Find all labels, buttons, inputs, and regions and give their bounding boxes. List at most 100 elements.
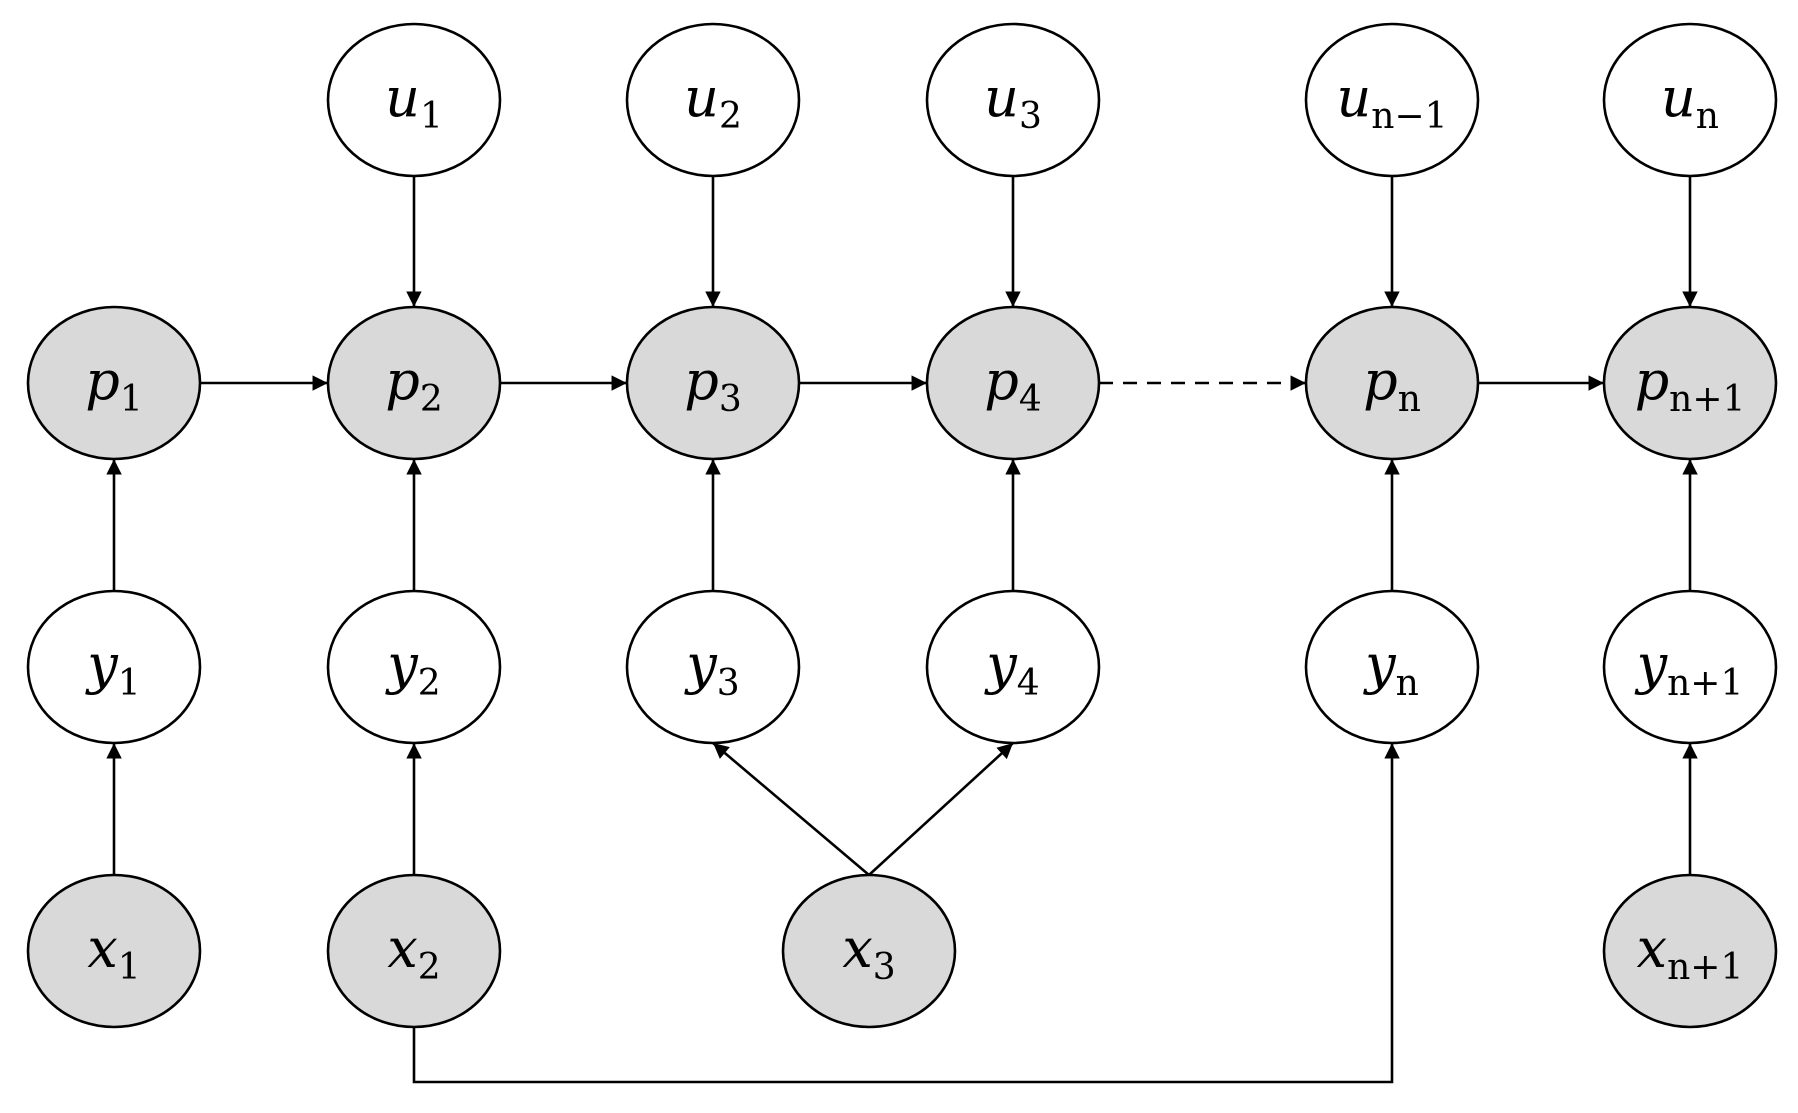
node-y2-label: y2 [385, 633, 440, 704]
node-pn-label: pn [1363, 349, 1421, 420]
node-p4: p4 [925, 305, 1101, 461]
node-p1-circle [26, 305, 202, 461]
node-label-base: y [385, 633, 419, 696]
node-x3-label: x3 [842, 917, 895, 988]
node-label-subscript: 4 [1017, 663, 1040, 704]
node-un1-circle [1304, 22, 1480, 178]
node-pn: pn [1304, 305, 1480, 461]
node-p2-circle [326, 305, 502, 461]
node-y3-label: y3 [684, 633, 739, 704]
node-pn-circle [1304, 305, 1480, 461]
node-label-subscript: 4 [1019, 379, 1042, 420]
node-x3: x3 [781, 873, 957, 1029]
node-u2-label: u2 [684, 66, 742, 137]
node-y3-circle [625, 589, 801, 745]
edge-x2-to-yn [412, 743, 1400, 1084]
node-label-base: u [984, 66, 1019, 129]
node-xn1-circle [1602, 873, 1778, 1029]
node-label-base: x [1637, 917, 1667, 980]
node-x1-label: x1 [87, 917, 140, 988]
node-p1-label: p1 [85, 349, 142, 420]
node-label-base: p [85, 349, 120, 412]
node-label-subscript: 3 [719, 379, 742, 420]
node-label-subscript: 1 [118, 663, 141, 704]
node-label-base: p [1363, 349, 1398, 412]
node-label-base: y [1363, 633, 1397, 696]
node-un: un [1602, 22, 1778, 178]
node-label-base: y [984, 633, 1018, 696]
node-label-subscript: n+1 [1667, 947, 1743, 988]
node-label-subscript: n−1 [1371, 96, 1447, 137]
node-label-base: x [387, 917, 417, 980]
node-x3-circle [781, 873, 957, 1029]
node-un-circle [1602, 22, 1778, 178]
node-un1-label: un−1 [1336, 66, 1447, 137]
edge-x3-to-y4 [868, 742, 1014, 876]
node-pn1-label: pn+1 [1635, 349, 1746, 420]
node-y4-circle [925, 589, 1101, 745]
node-y2-circle [326, 589, 502, 745]
node-label-base: x [842, 917, 872, 980]
node-label-subscript: n+1 [1669, 379, 1745, 420]
node-y1-label: y1 [85, 633, 140, 704]
node-yn1-label: yn+1 [1635, 633, 1744, 704]
node-u1-label: u1 [385, 66, 443, 137]
node-label-base: y [1635, 633, 1669, 696]
node-x1: x1 [26, 873, 202, 1029]
node-label-base: u [684, 66, 719, 129]
node-yn-label: yn [1363, 633, 1419, 704]
edge-x3-to-y3 [712, 742, 870, 876]
node-yn: yn [1304, 589, 1480, 745]
node-x2: x2 [326, 873, 502, 1029]
node-u2: u2 [625, 22, 801, 178]
node-p3: p3 [625, 305, 801, 461]
node-p3-label: p3 [684, 349, 741, 420]
node-p3-circle [625, 305, 801, 461]
node-label-subscript: 1 [420, 96, 443, 137]
node-u3-label: u3 [984, 66, 1042, 137]
node-label-base: u [385, 66, 420, 129]
node-label-subscript: 2 [420, 379, 443, 420]
node-label-base: p [1635, 349, 1670, 412]
node-label-subscript: 2 [418, 947, 441, 988]
node-p2-label: p2 [385, 349, 442, 420]
node-x1-circle [26, 873, 202, 1029]
node-label-subscript: n [1396, 663, 1419, 704]
edges-layer [106, 176, 1698, 1084]
node-label-base: y [85, 633, 119, 696]
node-label-subscript: 1 [120, 379, 143, 420]
node-y4: y4 [925, 589, 1101, 745]
node-label-subscript: 3 [873, 947, 896, 988]
node-label-base: u [1336, 66, 1371, 129]
node-x2-label: x2 [387, 917, 440, 988]
node-yn1: yn+1 [1602, 589, 1778, 745]
node-label-base: u [1661, 66, 1696, 129]
node-p2: p2 [326, 305, 502, 461]
node-u3: u3 [925, 22, 1101, 178]
node-u1-circle [326, 22, 502, 178]
node-label-subscript: 1 [118, 947, 141, 988]
node-p4-label: p4 [984, 349, 1041, 420]
node-y4-label: y4 [984, 633, 1039, 704]
node-label-base: p [684, 349, 719, 412]
node-x2-circle [326, 873, 502, 1029]
node-label-subscript: 2 [418, 663, 441, 704]
node-un1: un−1 [1304, 22, 1480, 178]
node-yn1-circle [1602, 589, 1778, 745]
node-xn1: xn+1 [1602, 873, 1778, 1029]
node-label-subscript: 2 [719, 96, 742, 137]
node-xn1-label: xn+1 [1637, 917, 1744, 988]
node-p1: p1 [26, 305, 202, 461]
node-label-base: x [87, 917, 117, 980]
node-y1-circle [26, 589, 202, 745]
node-label-subscript: n [1398, 379, 1421, 420]
node-y3: y3 [625, 589, 801, 745]
node-label-base: y [684, 633, 718, 696]
node-label-subscript: n [1696, 96, 1719, 137]
node-label-base: p [984, 349, 1019, 412]
node-p4-circle [925, 305, 1101, 461]
node-y2: y2 [326, 589, 502, 745]
node-label-subscript: n+1 [1667, 663, 1743, 704]
